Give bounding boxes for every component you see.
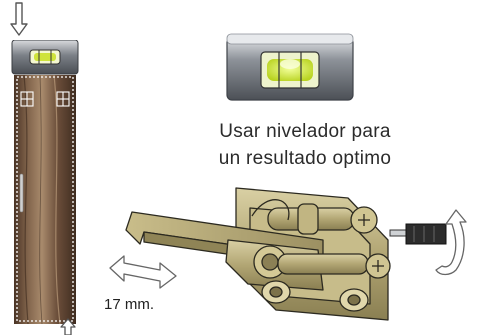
screwdriver-icon xyxy=(388,210,448,260)
arrow-up-icon xyxy=(60,318,76,335)
spirit-level-icon xyxy=(225,30,355,108)
rotate-arrow-icon xyxy=(426,206,474,280)
arrow-down-icon xyxy=(10,2,28,36)
hinge-hardware-illustration xyxy=(118,180,398,330)
measurement-label: 17 mm. xyxy=(104,296,155,313)
door-panel-illustration xyxy=(10,40,82,324)
instruction-caption: Usar nivelador para un resultado optimo xyxy=(180,118,430,172)
caption-line-2: un resultado optimo xyxy=(218,148,392,169)
caption-line-1: Usar nivelador para xyxy=(219,121,391,142)
double-arrow-horizontal-icon xyxy=(108,252,178,292)
